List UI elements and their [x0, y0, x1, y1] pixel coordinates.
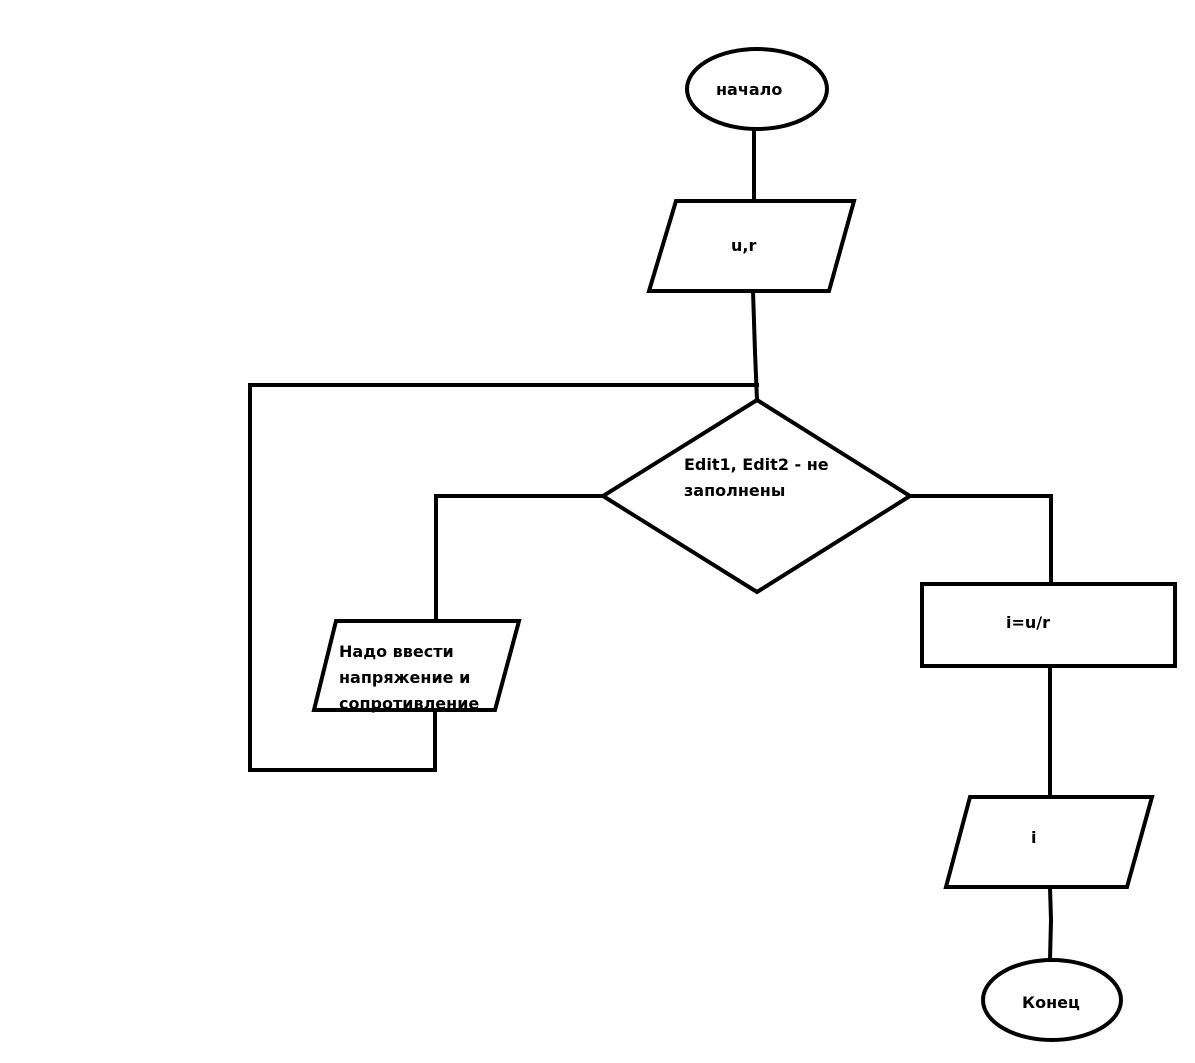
process-rectangle	[920, 582, 1177, 668]
connector-loop-back	[248, 383, 759, 772]
condition-label-line2: заполнены	[684, 481, 785, 500]
start-label: начало	[716, 80, 782, 99]
message-node: Надо ввести напряжение и сопротивление	[311, 619, 522, 713]
condition-node: Edit1, Edit2 - не заполнены	[599, 397, 914, 595]
output-parallelogram	[943, 795, 1155, 889]
output-node: i	[943, 795, 1155, 889]
end-ellipse	[981, 958, 1123, 1042]
connector-condition-no-to-process	[908, 494, 1053, 586]
connector-output-to-end	[1047, 884, 1054, 963]
start-node: начало	[685, 47, 829, 131]
message-parallelogram	[311, 619, 522, 712]
process-label: i=u/r	[1006, 613, 1050, 632]
condition-diamond	[599, 397, 914, 595]
start-ellipse	[685, 47, 829, 131]
input-parallelogram	[646, 199, 857, 293]
message-label-line3: сопротивление	[339, 694, 479, 713]
output-label: i	[1031, 828, 1036, 847]
connector-condition-yes-to-message	[434, 494, 605, 623]
message-label-line1: Надо ввести	[339, 642, 454, 661]
process-node: i=u/r	[920, 582, 1177, 668]
input-label: u,r	[731, 236, 756, 255]
input-node: u,r	[646, 199, 857, 293]
end-label: Конец	[1022, 993, 1080, 1012]
end-node: Конец	[981, 958, 1123, 1042]
message-label-line2: напряжение и	[339, 668, 470, 687]
condition-label-line1: Edit1, Edit2 - не	[684, 455, 829, 474]
connectors	[248, 127, 1054, 963]
